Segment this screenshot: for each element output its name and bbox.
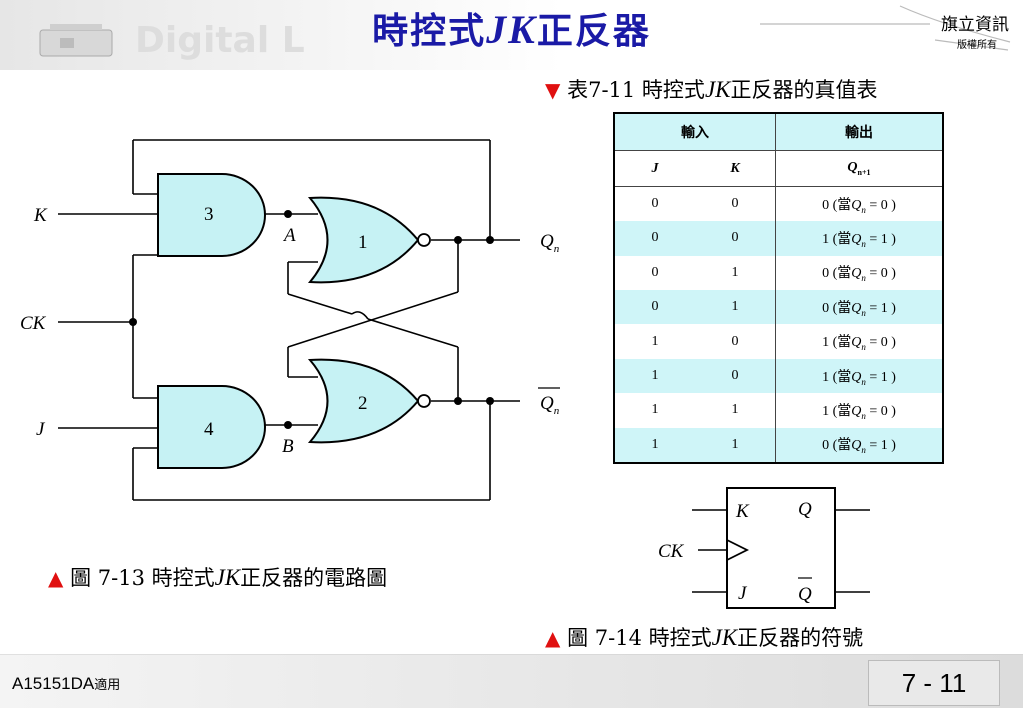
copyright-note: 版權所有 [957,40,997,51]
up-triangle-icon: ▲ [48,566,64,590]
nor-gate-2 [307,358,420,444]
up-triangle-icon: ▲ [545,626,561,650]
label-ck: CK [20,313,47,334]
nor-gate-1 [307,196,420,284]
gate-label-2: 2 [358,393,368,414]
page-number: 7 - 11 [868,660,1000,706]
gate-label-3: 3 [204,204,214,225]
header-banner: Digital L [0,0,1023,70]
label-k: K [33,205,48,226]
junction-dots [129,210,494,429]
cell-q: 1 (當Qn = 1 ) [775,358,943,394]
wire-crossover [351,311,369,320]
down-triangle-icon: ▼ [545,78,561,102]
cell-k: 1 [695,255,776,290]
clock-triangle-icon [726,539,750,561]
cell-j: 0 [614,255,695,290]
cell-q: 0 (當Qn = 1 ) [775,427,943,463]
and-gate-3 [157,173,266,257]
node-label-a: A [282,225,296,246]
circuit-caption: ▲ 圖 7-13 時控式JK正反器的電路圖 [48,565,388,590]
gate-label-4: 4 [204,419,214,440]
output-q-label: Qn [540,231,560,255]
cell-q: 1 (當Qn = 0 ) [775,393,943,428]
cell-k: 0 [695,324,776,359]
symbol-j: J [738,583,748,604]
cell-j: 0 [614,290,695,325]
chip-icon [39,24,113,57]
cell-j: 1 [614,324,695,359]
cell-q: 0 (當Qn = 0 ) [775,186,943,222]
symbol-q: Q [798,499,812,520]
input-header: 輸入 [614,113,776,152]
node-label-b: B [282,436,294,457]
watermark-text: Digital L [135,20,305,61]
circuit-wires [58,139,520,501]
output-header: 輸出 [775,113,943,152]
header-flourish [760,5,1011,51]
page-title: 時控式JK正反器 [372,7,651,52]
publisher-name: 旗立資訊 [941,15,1009,35]
nor1-bubble [417,233,431,247]
cell-k: 0 [695,186,776,222]
cell-q: 1 (當Qn = 1 ) [775,221,943,256]
footer-code: A15151DA適用 [12,674,121,693]
cell-j: 1 [614,393,695,428]
symbol-k: K [735,501,750,522]
cell-j: 0 [614,221,695,256]
cell-j: 1 [614,358,695,394]
cell-k: 1 [695,427,776,463]
table-caption: ▼ 表7-11 時控式JK正反器的真值表 [545,77,878,102]
gate-label-1: 1 [358,232,368,253]
footer-bar [0,654,1023,708]
col-j: J [614,150,695,187]
symbol-ck: CK [658,541,685,562]
col-q: Qn+1 [775,150,943,187]
cell-q: 0 (當Qn = 1 ) [775,290,943,325]
cell-j: 1 [614,427,695,463]
col-k: K [695,150,776,187]
cell-k: 1 [695,290,776,325]
nor2-bubble [417,394,431,408]
cell-k: 0 [695,358,776,394]
symbol-qbar: Q [798,584,812,605]
output-qbar-label: Qn [540,393,560,417]
symbol-caption: ▲ 圖 7-14 時控式JK正反器的符號 [545,625,864,650]
cell-k: 0 [695,221,776,256]
jk-circuit-diagram: K CK J 3 4 1 2 A B Qn Qn [20,139,560,501]
cell-k: 1 [695,393,776,428]
cell-q: 0 (當Qn = 0 ) [775,255,943,290]
symbol-pins [692,509,870,593]
jk-flipflop-symbol: K J Q Q CK [658,487,870,609]
and-gate-4 [157,385,266,469]
cell-j: 0 [614,186,695,222]
label-j: J [36,419,46,440]
cell-q: 1 (當Qn = 0 ) [775,324,943,359]
